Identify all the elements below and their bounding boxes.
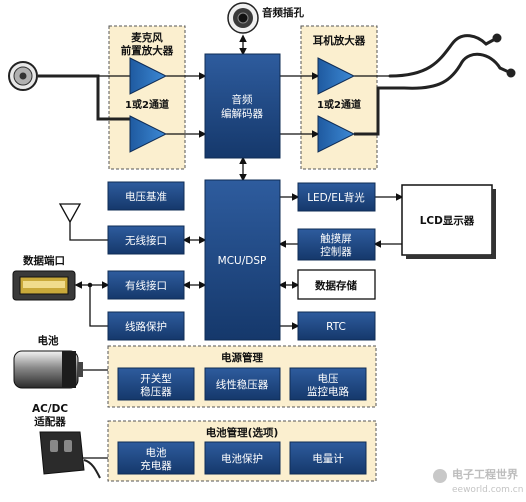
- battery-protection-label: 电池保护: [221, 452, 263, 465]
- battery-protection-block: [204, 441, 281, 475]
- line-protection-label: 线路保护: [125, 320, 167, 333]
- headphone-amp-1: [317, 57, 356, 95]
- battery-label: 电池: [38, 334, 59, 347]
- switching-regulator-label-2: 稳压器: [140, 385, 172, 398]
- power-management-title: 电源管理: [221, 351, 263, 364]
- codec-label-2: 编解码器: [221, 107, 263, 120]
- lcd-display-shadow-bottom: [406, 255, 496, 259]
- mic-amp-1: [129, 57, 168, 95]
- audio-codec-block: [204, 53, 281, 159]
- mic-preamp-panel: [108, 25, 186, 170]
- data-port-label: 数据端口: [22, 254, 65, 267]
- mic-preamp-title-1: 麦克风: [131, 31, 163, 44]
- junction-dot: [87, 282, 93, 288]
- data-storage-label: 数据存储: [314, 279, 357, 292]
- touch-controller-block: [297, 228, 376, 261]
- wired-interface-block: [107, 270, 185, 300]
- mic-channels-label: 1或2通道: [125, 98, 169, 111]
- linear-regulator-label: 线性稳压器: [216, 378, 269, 391]
- battery-charger-block: [117, 441, 195, 475]
- line-protection-block: [107, 311, 185, 341]
- switching-regulator-label-1: 开关型: [140, 372, 172, 385]
- fuel-gauge-block: [289, 441, 367, 475]
- mcu-dsp-label: MCU/DSP: [218, 255, 267, 267]
- usb-port-icon: [12, 270, 76, 301]
- wireless-interface-label: 无线接口: [125, 234, 167, 247]
- headphone-amp-panel: [300, 25, 378, 170]
- headphone-channels-label: 1或2通道: [317, 98, 361, 111]
- mcu-dsp-block: [204, 179, 281, 341]
- voltage-monitor-block: [289, 367, 367, 401]
- fuel-gauge-label: 电量计: [312, 452, 344, 465]
- touch-controller-label-1: 触摸屏: [320, 232, 352, 245]
- stethoscope-chestpiece-icon: [8, 61, 38, 91]
- voltage-monitor-label-1: 电压: [318, 372, 339, 385]
- audio-jack-label: 音频插孔: [262, 6, 304, 19]
- lcd-display-label: LCD显示器: [420, 215, 475, 227]
- watermark-cn: 电子工程世界: [452, 467, 518, 481]
- connection-lines: [38, 34, 404, 459]
- rtc-label: RTC: [326, 321, 346, 333]
- headphone-amp-2: [317, 115, 356, 153]
- lcd-display-shadow: [492, 189, 496, 259]
- mic-preamp-title-2: 前置放大器: [121, 44, 174, 57]
- voltage-monitor-label-2: 监控电路: [307, 385, 349, 398]
- adapter-label-2: 适配器: [34, 415, 66, 428]
- audio-jack-icon: [227, 2, 259, 34]
- rtc-block: [297, 311, 376, 341]
- mic-amp-2: [129, 115, 168, 153]
- codec-label-1: 音频: [232, 93, 253, 106]
- adapter-label-1: AC/DC: [32, 403, 68, 415]
- lcd-display-block: [401, 184, 493, 256]
- voltage-reference-label: 电压基准: [125, 190, 167, 203]
- linear-regulator-block: [204, 367, 281, 401]
- antenna-icon: [58, 203, 82, 224]
- wired-interface-label: 有线接口: [125, 279, 167, 292]
- voltage-reference-block: [107, 181, 185, 211]
- touch-controller-label-2: 控制器: [320, 245, 352, 258]
- watermark: 电子工程世界 eeworld.com.cn: [433, 467, 523, 495]
- battery-charger-label-1: 电池: [146, 446, 167, 459]
- watermark-url: eeworld.com.cn: [452, 485, 523, 495]
- ac-adapter-icon: [39, 431, 101, 479]
- battery-management-title: 电池管理(选项): [206, 426, 279, 439]
- data-storage-block: [297, 269, 376, 300]
- battery-charger-label-2: 充电器: [140, 459, 172, 472]
- battery-icon: [13, 350, 83, 389]
- stethoscope-headset-icon: [388, 33, 516, 90]
- led-backlight-block: [297, 182, 376, 212]
- headphone-amp-title: 耳机放大器: [313, 34, 366, 47]
- led-backlight-label: LED/EL背光: [307, 191, 365, 204]
- wireless-interface-block: [107, 225, 185, 255]
- switching-regulator-block: [117, 367, 195, 401]
